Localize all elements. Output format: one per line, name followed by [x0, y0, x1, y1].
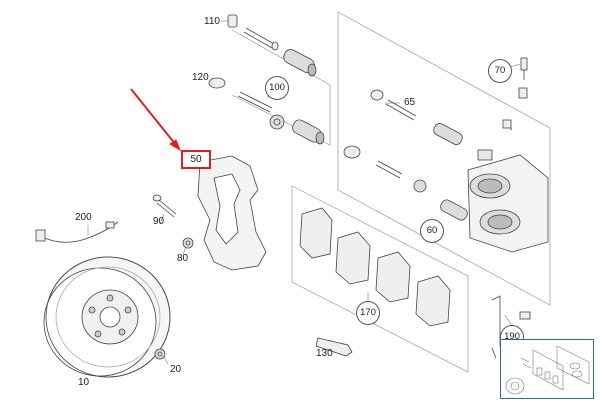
part-callout-170: 170: [356, 301, 380, 325]
part-caliper-housing: [467, 149, 549, 253]
part-label-200: 200: [75, 212, 92, 223]
part-170-brake-pads: [299, 207, 451, 327]
part-65-bolts: [343, 89, 513, 221]
part-10-brake-disc: [43, 256, 171, 378]
part-label-80: 80: [177, 253, 189, 264]
part-label-90: 90: [153, 216, 165, 227]
part-callout-70: 70: [488, 59, 512, 83]
part-callout-60: 60: [420, 219, 444, 243]
part-90-bolt: [152, 194, 177, 218]
part-label-10: 10: [78, 377, 90, 388]
thumbnail-drawing: [505, 345, 590, 395]
part-80-bolt: [182, 237, 194, 249]
part-callout-100: 100: [265, 76, 289, 100]
part-200-wear-sensor: [35, 221, 119, 243]
part-70-bleeder: [518, 57, 528, 99]
group-frame-caliper-housing: [337, 11, 551, 306]
overview-thumbnail[interactable]: [500, 339, 594, 399]
part-110-bush: [227, 14, 279, 51]
part-label-120: 120: [192, 72, 209, 83]
part-50-caliper-bracket: [197, 155, 267, 271]
part-label-130: 130: [316, 348, 333, 359]
part-label-20: 20: [170, 364, 182, 375]
part-120-seal: [208, 77, 285, 130]
part-label-65: 65: [404, 97, 416, 108]
group-frame-brake-pads: [291, 185, 469, 373]
part-130-grease-tube: [315, 337, 353, 357]
pointer-arrow: [130, 88, 182, 152]
part-label-110: 110: [204, 16, 220, 27]
part-guide-pin-upper: [283, 49, 325, 145]
part-label-50-highlighted: 50: [181, 150, 211, 169]
part-20-screw: [154, 348, 166, 360]
